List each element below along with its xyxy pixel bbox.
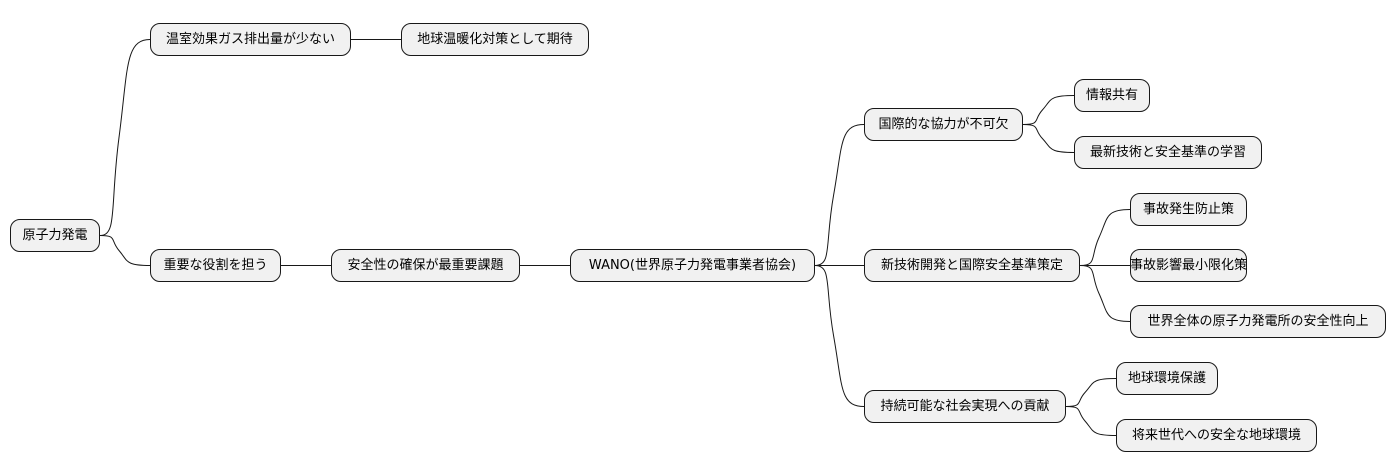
node-impact-minimization: 事故影響最小限化策: [1130, 249, 1247, 282]
connector-line: [814, 124, 865, 266]
node-sustainable-society: 持続可能な社会実現への貢献: [864, 390, 1066, 423]
node-standards-development: 新技術開発と国際安全基準策定: [864, 249, 1080, 282]
connector-line: [1022, 95, 1075, 125]
connector-line: [1079, 209, 1131, 266]
node-information-sharing: 情報共有: [1074, 79, 1150, 112]
connector-line: [814, 265, 865, 407]
node-climate-expectation: 地球温暖化対策として期待: [401, 23, 589, 56]
node-accident-prevention: 事故発生防止策: [1130, 193, 1247, 226]
node-technology-learning: 最新技術と安全基準の学習: [1074, 136, 1262, 169]
root-node: 原子力発電: [10, 219, 100, 252]
node-global-safety-improvement: 世界全体の原子力発電所の安全性向上: [1130, 305, 1386, 338]
connector-line: [1065, 378, 1117, 407]
node-safety-priority: 安全性の確保が最重要課題: [331, 249, 520, 282]
node-international-cooperation: 国際的な協力が不可欠: [864, 108, 1023, 141]
connector-line: [1079, 265, 1131, 322]
node-future-generations: 将来世代への安全な地球環境: [1116, 419, 1317, 452]
node-wano: WANO(世界原子力発電事業者協会): [570, 249, 815, 282]
node-low-emission: 温室効果ガス排出量が少ない: [150, 23, 351, 56]
node-environment-protection: 地球環境保護: [1116, 362, 1218, 395]
connector-line: [99, 39, 151, 236]
node-important-role: 重要な役割を担う: [150, 249, 281, 282]
connector-line: [1022, 124, 1075, 153]
connector-line: [99, 235, 151, 266]
connector-line: [1065, 406, 1117, 436]
